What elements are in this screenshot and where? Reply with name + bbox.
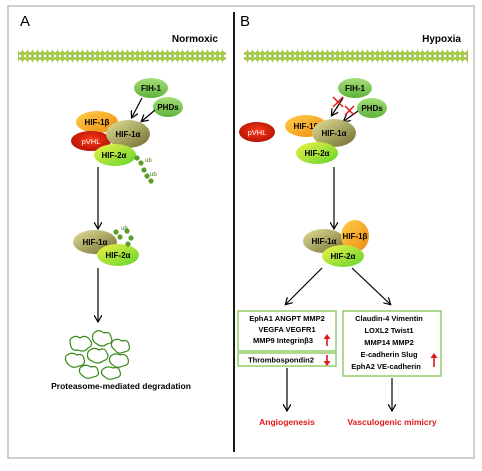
vm-gene-line: Claudin-4 Vimentin (355, 314, 423, 323)
vm-gene-line: LOXL2 Twist1 (364, 326, 413, 335)
ub-label: ub (145, 158, 152, 164)
pvhl-label-b: pVHL (248, 128, 267, 137)
vm-gene-line: MMP14 MMP2 (364, 338, 414, 347)
up-arrow-icon (323, 334, 331, 346)
fih1-label-b: FIH-1 (345, 84, 366, 93)
cell-membrane-right (244, 49, 468, 63)
ubiquitin-cluster-a: ub (113, 226, 134, 247)
hif1b-stable-label-b: HIF-1β (343, 232, 368, 241)
fih1-label-a: FIH-1 (141, 84, 162, 93)
angio-down-gene: Thrombospondin2 (248, 356, 314, 365)
degradation-label: Proteasome-mediated degradation (51, 381, 191, 391)
vm-gene-box: Claudin-4 Vimentin LOXL2 Twist1 MMP14 MM… (342, 310, 442, 377)
hif2a-label-a: HIF-2α (102, 151, 127, 160)
hif2a-ub-oval-a (97, 244, 139, 266)
hif1b-label-b: HIF-1β (294, 122, 319, 131)
hif1b-oval-a (76, 111, 118, 133)
angio-upregulated-box (237, 310, 337, 352)
panel-b-letter: B (240, 13, 250, 30)
hif1b-stable-oval-b (341, 220, 369, 252)
arrow-phds-to-hif-a (142, 109, 156, 121)
hif1a-ub-label-a: HIF-1α (83, 238, 108, 247)
up-arrow-icon (430, 353, 438, 367)
down-arrow-icon (323, 355, 331, 366)
hif2a-oval-b (296, 142, 338, 164)
arrow-fih1-blocked-b (332, 97, 344, 115)
panel-a-letter: A (20, 13, 30, 30)
angio-gene-line: EphA1 ANGPT MMP2 (249, 314, 325, 323)
hif1b-label-a: HIF-1β (85, 118, 110, 127)
angiogenesis-gene-box: EphA1 ANGPT MMP2 VEGFA VEGFR1 MMP9 Integ… (237, 310, 337, 367)
proteasome-fragments-icon (64, 330, 131, 380)
fih1-oval-b (338, 78, 372, 98)
angiogenesis-label: Angiogenesis (259, 417, 315, 427)
angio-downregulated-box (237, 352, 337, 367)
hif2a-label-b: HIF-2α (305, 149, 330, 158)
hif1a-label-a: HIF-1α (116, 130, 141, 139)
figure-frame (7, 5, 475, 459)
hif2a-ub-label-a: HIF-2α (106, 251, 131, 260)
arrow-phds-blocked-b (344, 110, 359, 121)
angio-gene-line: VEGFA VEGFR1 (258, 325, 315, 334)
ub-label: ub (121, 226, 128, 232)
arrow-to-angio-genes (286, 267, 323, 304)
pvhl-oval-b (239, 122, 275, 142)
cell-membrane-left (18, 49, 226, 63)
panel-b-condition: Hypoxia (422, 34, 461, 45)
pvhl-oval-a (71, 131, 111, 151)
angio-gene-line: MMP9 Integrinβ3 (253, 336, 313, 345)
hif1a-oval-b (312, 119, 356, 147)
hif2a-stable-label-b: HIF-2α (331, 252, 356, 261)
vasculogenic-mimicry-label: Vasculogenic mimicry (347, 417, 437, 427)
hif2a-stable-oval-b (322, 245, 364, 267)
vm-upregulated-box (342, 310, 442, 377)
arrow-fih1-to-hif-a (132, 97, 143, 117)
vm-gene-line: EphA2 VE-cadherin (351, 362, 421, 371)
hif2a-oval-a (94, 144, 136, 166)
hif1a-stable-label-b: HIF-1α (312, 237, 337, 246)
phds-label-b: PHDs (361, 104, 383, 113)
panel-a-condition: Normoxic (172, 34, 219, 45)
ubiquitin-chain-a: ub ub (134, 155, 157, 184)
phds-label-a: PHDs (157, 103, 179, 112)
arrow-to-vm-genes (351, 267, 390, 304)
phds-oval-a (153, 97, 183, 117)
pvhl-label-a: pVHL (82, 137, 101, 146)
vm-gene-line: E-cadherin Slug (360, 350, 418, 359)
fih1-oval-a (134, 78, 168, 98)
hif1a-oval-a (106, 120, 150, 148)
phds-oval-b (357, 98, 387, 118)
inhibition-x-icon (332, 96, 355, 116)
ub-label: ub (150, 172, 157, 178)
hif1a-label-b: HIF-1α (322, 129, 347, 138)
